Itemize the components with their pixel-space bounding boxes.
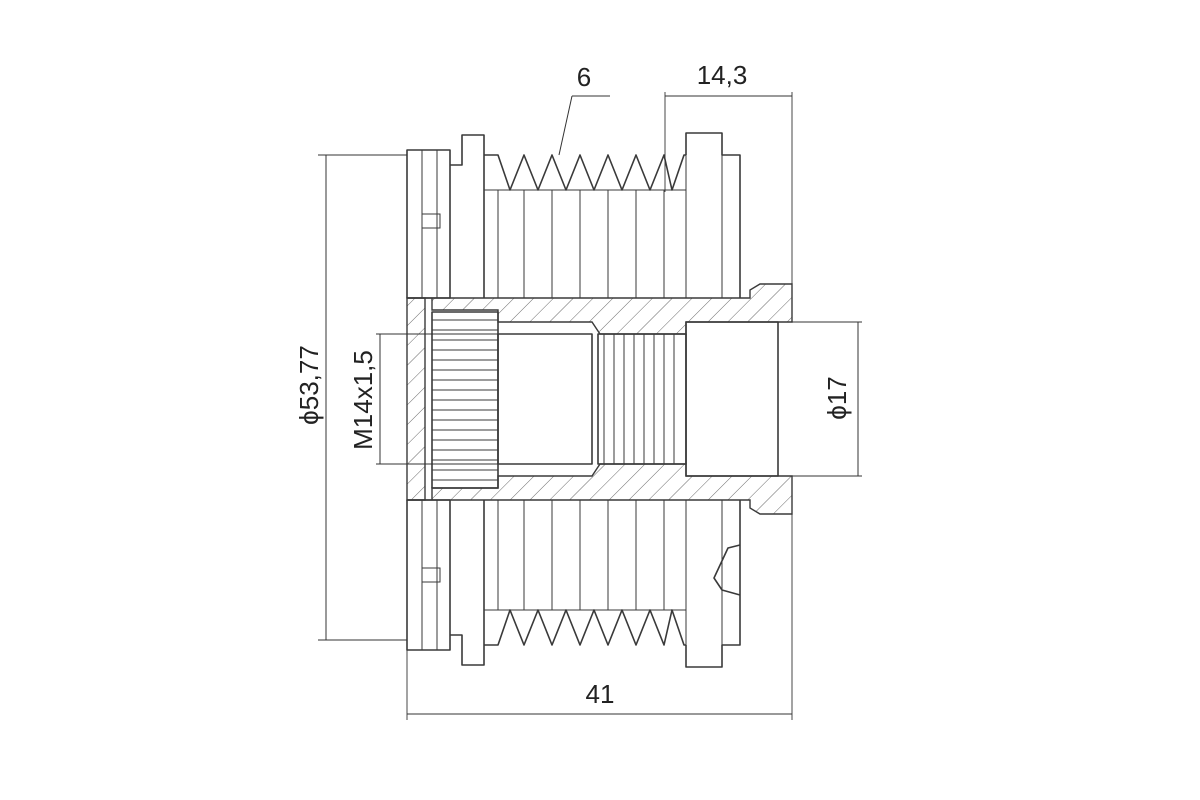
smooth-bore xyxy=(497,333,593,465)
notch-feature xyxy=(713,544,741,596)
left-flange-upper xyxy=(406,149,451,299)
pulley-upper-half xyxy=(406,132,741,299)
dim-overall-length-text: 41 xyxy=(586,679,615,709)
right-bore xyxy=(685,321,779,477)
dim-groove-count: 6 xyxy=(558,62,610,156)
dim-bore-diameter: ϕ17 xyxy=(778,321,862,477)
dim-thread: M14x1,5 xyxy=(348,333,498,465)
dim-hub-length-text: 14,3 xyxy=(697,60,748,90)
groove-profile-lower xyxy=(484,609,686,646)
groove-profile-upper xyxy=(484,154,686,191)
spline-teeth xyxy=(431,311,499,489)
dim-outer-diameter: ϕ53,77 xyxy=(294,154,407,641)
pulley-lower-half xyxy=(406,499,741,668)
dim-bore-diameter-text: ϕ17 xyxy=(822,376,852,419)
dim-groove-count-text: 6 xyxy=(577,62,591,92)
dim-outer-diameter-text: ϕ53,77 xyxy=(294,345,324,425)
left-flange-lower xyxy=(406,499,451,651)
dim-thread-text: M14x1,5 xyxy=(348,350,378,450)
dim-overall-length: 41 xyxy=(406,514,793,720)
dim-hub-length: 14,3 xyxy=(664,60,793,284)
threaded-bore xyxy=(597,333,687,465)
